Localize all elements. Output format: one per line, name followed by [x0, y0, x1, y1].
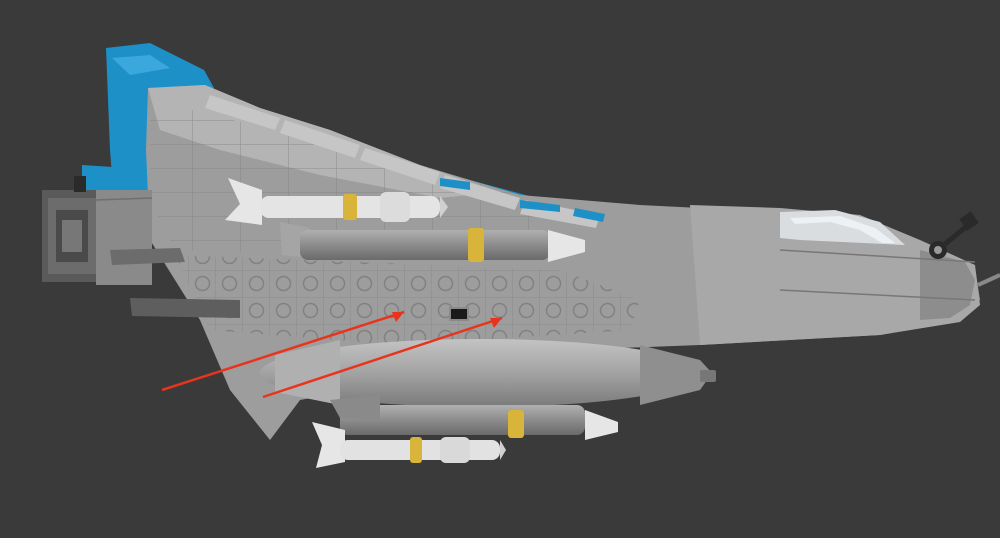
nose-panel-line — [779, 249, 976, 263]
nose-panel-line-2 — [779, 289, 976, 301]
spine-blue-accents — [440, 178, 605, 222]
fins — [312, 422, 345, 468]
annotation-arrows — [161, 310, 503, 399]
engine-nozzle — [42, 176, 153, 285]
wing-studs-area — [175, 255, 640, 345]
leading-edge-plates — [205, 95, 600, 228]
canopy-frame — [790, 216, 895, 243]
drop-tank — [260, 339, 716, 407]
tail-fin-highlight — [112, 55, 170, 75]
fins — [225, 178, 262, 225]
arrow-1-head — [392, 312, 404, 322]
nose-section — [690, 205, 1000, 345]
lower-missile-white — [312, 422, 506, 468]
rear-pylons — [110, 248, 240, 318]
lower-missile-grey — [330, 395, 618, 440]
forward-fuselage — [690, 205, 980, 345]
upper-missile-grey — [280, 222, 585, 262]
upper-missile-white — [225, 178, 448, 225]
arrow-2-head — [490, 318, 502, 328]
nose-probe-tip — [977, 273, 1000, 287]
arrow-1 — [161, 310, 405, 392]
pitot-probe — [929, 211, 979, 259]
arrow-2 — [262, 316, 503, 399]
center-marker — [449, 307, 469, 321]
nose-cone — [920, 250, 975, 320]
